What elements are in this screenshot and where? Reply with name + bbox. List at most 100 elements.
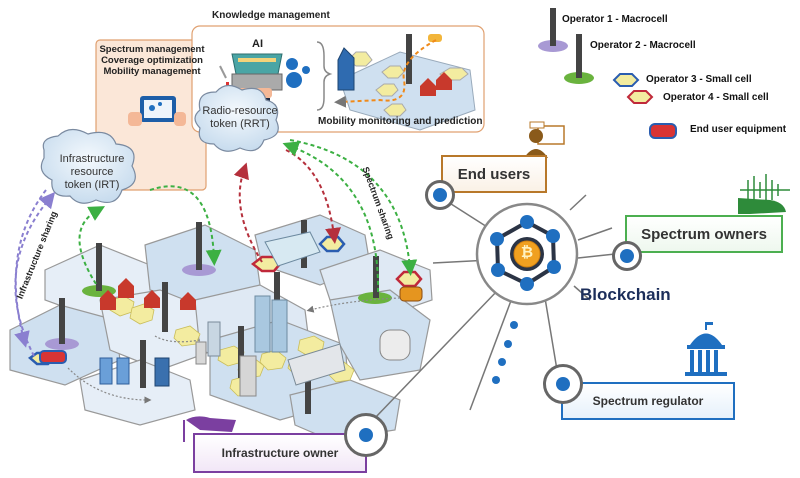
management-line: Mobility management — [103, 66, 201, 77]
tower-icon — [406, 34, 412, 84]
spectrum-sharing-arrow — [282, 141, 380, 293]
mobility-map-illustration — [334, 34, 476, 131]
irt-label: Infrastructure resource token (IRT) — [50, 153, 134, 192]
spoke-spectrum-owners — [577, 253, 616, 259]
buildings — [99, 231, 411, 397]
building — [207, 321, 221, 357]
small-cell — [381, 65, 405, 79]
spectrum-regulator-node[interactable] — [543, 364, 583, 404]
node-dot — [556, 377, 570, 391]
rrt-line: token (RRT) — [210, 118, 270, 130]
management-line: Spectrum management — [99, 44, 205, 55]
macrocell-tower-icon — [576, 34, 582, 78]
house — [100, 290, 116, 310]
small-cell-hexagon-icon — [612, 73, 640, 87]
rrt-label: Radio-resource token (RRT) — [200, 105, 280, 131]
spoke — [573, 285, 591, 301]
ai-label: AI — [252, 38, 263, 50]
bitcoin-symbol: ₿ — [520, 244, 534, 261]
skyscraper — [254, 295, 271, 353]
gear-icon — [286, 58, 298, 70]
mobility-monitoring-label: Mobility monitoring and prediction — [318, 116, 483, 127]
spoke — [469, 297, 513, 411]
regulator-building-icon — [685, 322, 727, 376]
spectrum-regulator-box[interactable]: Spectrum regulator — [561, 382, 735, 420]
small-cell — [383, 103, 407, 117]
tower-icon — [140, 340, 146, 388]
wrench-icon — [219, 65, 227, 79]
car-icon — [428, 34, 442, 42]
irt-green-arrow — [149, 185, 222, 266]
tower-icon — [305, 362, 311, 414]
brace-divider — [316, 41, 333, 111]
end-users-node[interactable] — [425, 180, 455, 210]
irt-green-arrow — [78, 206, 105, 285]
small-cell-hexagon-icon — [626, 90, 654, 104]
tower-icon — [162, 282, 168, 332]
legend-operator1: Operator 1 - Macrocell — [562, 14, 668, 25]
infrastructure-owner-hand-icon — [186, 416, 236, 432]
city-hex-grid — [9, 214, 433, 441]
house — [118, 278, 134, 298]
rrt-red-arrow — [233, 162, 263, 263]
rrt-line: Radio-resource — [202, 105, 278, 117]
node-dot — [433, 188, 447, 202]
tablet-icon — [128, 96, 186, 126]
legend-symbols — [538, 8, 677, 139]
mobility-arrow — [306, 297, 401, 313]
blockchain-label: Blockchain — [580, 285, 671, 304]
end-users-box[interactable]: End users — [441, 155, 547, 193]
management-line: Coverage optimization — [101, 55, 203, 66]
infrastructure-sharing-arrow — [14, 189, 47, 348]
building — [154, 357, 170, 387]
building — [239, 355, 257, 397]
bitcoin-coin-icon — [513, 240, 541, 268]
building — [264, 231, 321, 267]
chain-dots — [492, 321, 518, 384]
tower-icon — [373, 256, 379, 298]
infrastructure-owner-box[interactable]: Infrastructure owner — [193, 433, 367, 473]
gear-icon — [286, 72, 302, 88]
small-cell — [375, 83, 399, 97]
tower-icon — [196, 222, 202, 270]
operator3-small-cell — [318, 235, 346, 253]
irt-line: resource — [70, 166, 114, 178]
spectrum-owners-node[interactable] — [612, 241, 642, 271]
spoke-infrastructure-owner — [372, 289, 499, 421]
house — [144, 290, 160, 308]
building — [287, 343, 346, 386]
skyscraper — [271, 299, 288, 353]
spectrum-owner-hand-icon — [738, 198, 786, 214]
end-user-person-icon — [524, 121, 565, 158]
irt-cloud — [40, 128, 136, 204]
legend-operator4: Operator 4 - Small cell — [663, 92, 769, 103]
gear-icon — [302, 66, 310, 74]
spoke — [569, 194, 587, 211]
irt-line: token (IRT) — [64, 179, 120, 191]
operator4-small-cell — [395, 270, 423, 288]
irt-line: Infrastructure — [59, 153, 125, 165]
legend-operator3: Operator 3 - Small cell — [646, 74, 752, 85]
mobility-arrow — [67, 367, 152, 404]
infrastructure-owner-node[interactable] — [344, 413, 388, 457]
tower-icon — [238, 326, 244, 378]
car-icon — [39, 350, 67, 364]
tower-icon — [96, 243, 102, 291]
knowledge-management-title: Knowledge management — [212, 10, 330, 21]
house — [180, 292, 196, 310]
car-icon — [649, 123, 677, 139]
car-icon — [399, 286, 423, 302]
round-building — [379, 329, 411, 361]
spectrum-owners-box[interactable]: Spectrum owners — [625, 215, 783, 253]
rrt-cloud — [194, 84, 279, 152]
macrocell-tower-icon — [550, 8, 556, 46]
spoke-spectrum-regulator — [544, 297, 558, 371]
blockchain-nodes — [490, 215, 561, 291]
legend-end-user-equipment: End user equipment — [690, 124, 787, 135]
mobility-arrow — [154, 335, 201, 343]
spoke — [577, 227, 613, 241]
tower-icon — [59, 298, 65, 344]
building — [195, 341, 207, 365]
management-functions: Spectrum management Coverage optimizatio… — [96, 44, 208, 77]
